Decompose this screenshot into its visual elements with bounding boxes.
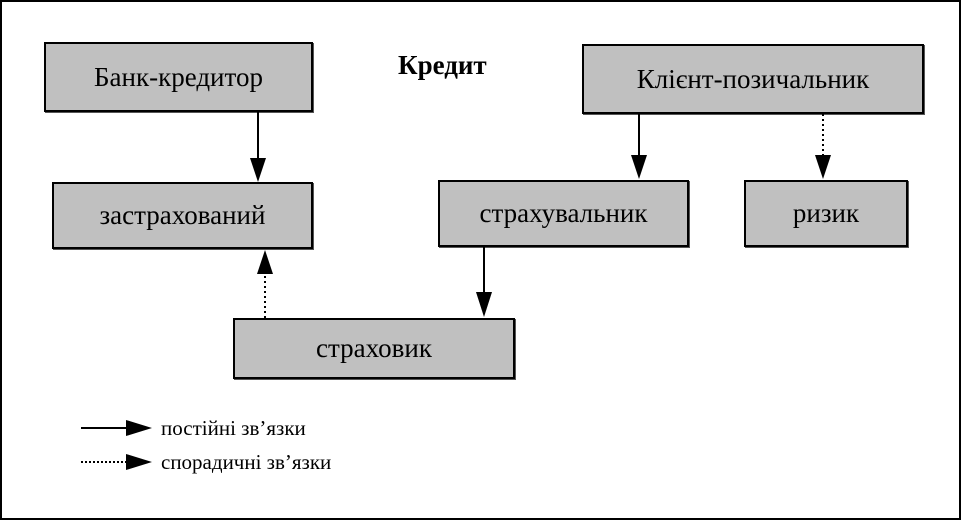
edge-policyholder-to-insurer — [476, 247, 492, 317]
node-risk: ризик — [744, 180, 908, 247]
node-insurer-label: страховик — [316, 333, 432, 363]
legend-solid-arrow — [81, 420, 152, 436]
arrowhead-right-icon — [126, 420, 152, 436]
arrowhead-down-icon — [631, 155, 647, 179]
node-risk-label: ризик — [792, 198, 860, 228]
node-insurer: страховик — [233, 318, 515, 379]
node-bank-creditor-label: Банк-кредитор — [94, 61, 263, 92]
diagram-title: Кредит — [398, 50, 487, 80]
arrowhead-down-icon — [815, 155, 831, 179]
node-insured-label: застрахований — [99, 200, 266, 230]
edge-client-to-policyholder — [631, 114, 647, 179]
edge-bank-to-insured — [250, 112, 266, 182]
node-insured: застрахований — [52, 182, 313, 249]
arrowhead-down-icon — [250, 158, 266, 182]
node-policyholder: страхувальник — [438, 180, 689, 247]
node-policyholder-label: страхувальник — [479, 198, 648, 228]
legend-dotted-label: спорадичні зв’язки — [161, 450, 332, 474]
edge-client-to-risk — [815, 114, 831, 179]
node-bank-creditor: Банк-кредитор — [44, 42, 313, 112]
edge-insurer-to-insured — [257, 250, 273, 318]
arrowhead-up-icon — [257, 250, 273, 274]
legend-solid-label: постійні зв’язки — [161, 416, 306, 440]
arrowhead-down-icon — [476, 292, 492, 317]
arrowhead-right-icon — [126, 454, 152, 470]
legend-dotted-arrow — [81, 454, 152, 470]
node-client-borrower-label: Клієнт-позичальник — [636, 63, 870, 94]
node-client-borrower: Клієнт-позичальник — [582, 44, 924, 114]
